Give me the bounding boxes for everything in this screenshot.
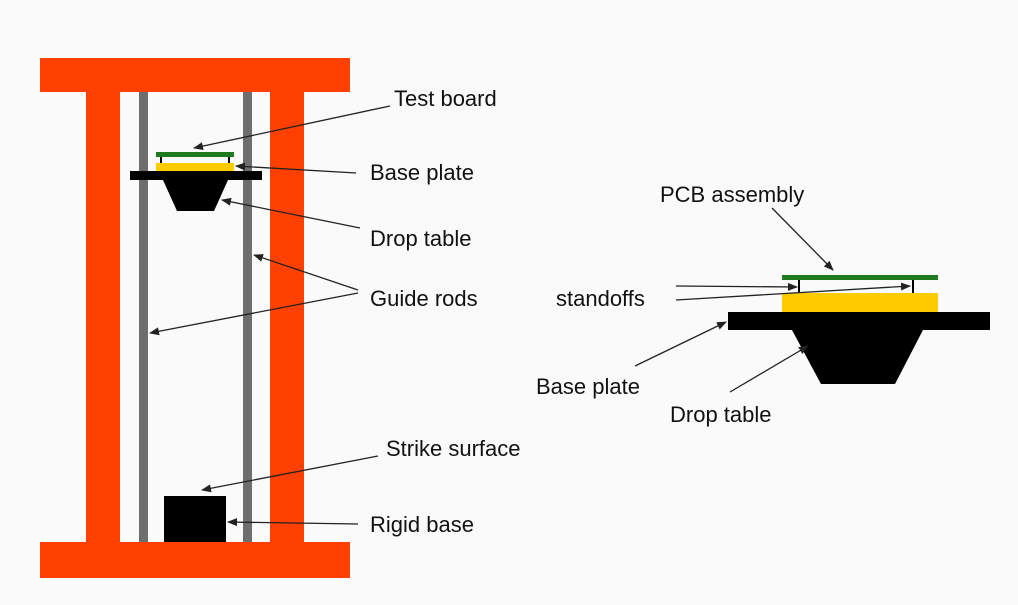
frame-bottom-beam [40, 542, 350, 578]
guide-rod-right [243, 92, 252, 542]
label-standoffs: standoffs [556, 286, 645, 311]
label-detail-base-plate: Base plate [536, 374, 640, 399]
arrow-guide-rod-left [149, 292, 359, 336]
drop-table-top [130, 171, 262, 180]
detail-base-plate [782, 293, 938, 312]
arrow-strike-surface [201, 455, 379, 493]
label-base-plate: Base plate [370, 160, 474, 185]
frame-top-beam [40, 58, 350, 92]
arrow-standoff-left [675, 282, 798, 291]
detail-standoff-right [912, 280, 914, 293]
test-board [156, 152, 234, 157]
label-detail-drop-table: Drop table [670, 402, 772, 427]
arrow-test-board [193, 105, 391, 151]
standoff-right [228, 157, 230, 163]
arrow-detail-drop-table [729, 345, 809, 393]
label-rigid-base: Rigid base [370, 512, 474, 537]
arrow-rigid-base [227, 518, 359, 527]
detail-drop-table-top [728, 312, 990, 330]
frame-right-column [270, 92, 304, 542]
detail-drop-table-body [792, 330, 923, 384]
pcb-assembly [782, 275, 938, 280]
arrow-drop-table [221, 197, 361, 229]
base-plate [156, 163, 234, 171]
drop-table-body [163, 180, 228, 211]
leader-arrows [149, 105, 911, 527]
arrow-base-plate [235, 162, 357, 174]
detail-standoff-left [798, 280, 800, 293]
detail-view [728, 275, 990, 384]
rigid-base [164, 496, 226, 542]
arrow-standoff-right [675, 282, 911, 301]
arrow-detail-base-plate [634, 321, 727, 367]
frame-left-column [86, 92, 120, 542]
arrow-guide-rod-right [253, 254, 359, 291]
label-strike-surface: Strike surface [386, 436, 521, 461]
standoff-left [160, 157, 162, 163]
drop-tower [40, 58, 350, 578]
label-drop-table: Drop table [370, 226, 472, 251]
arrow-pcb-assembly [771, 207, 834, 271]
labels: Test board Base plate Drop table Guide r… [370, 86, 804, 537]
label-guide-rods: Guide rods [370, 286, 478, 311]
guide-rod-left [139, 92, 148, 542]
label-pcb-assembly: PCB assembly [660, 182, 804, 207]
label-test-board: Test board [394, 86, 497, 111]
